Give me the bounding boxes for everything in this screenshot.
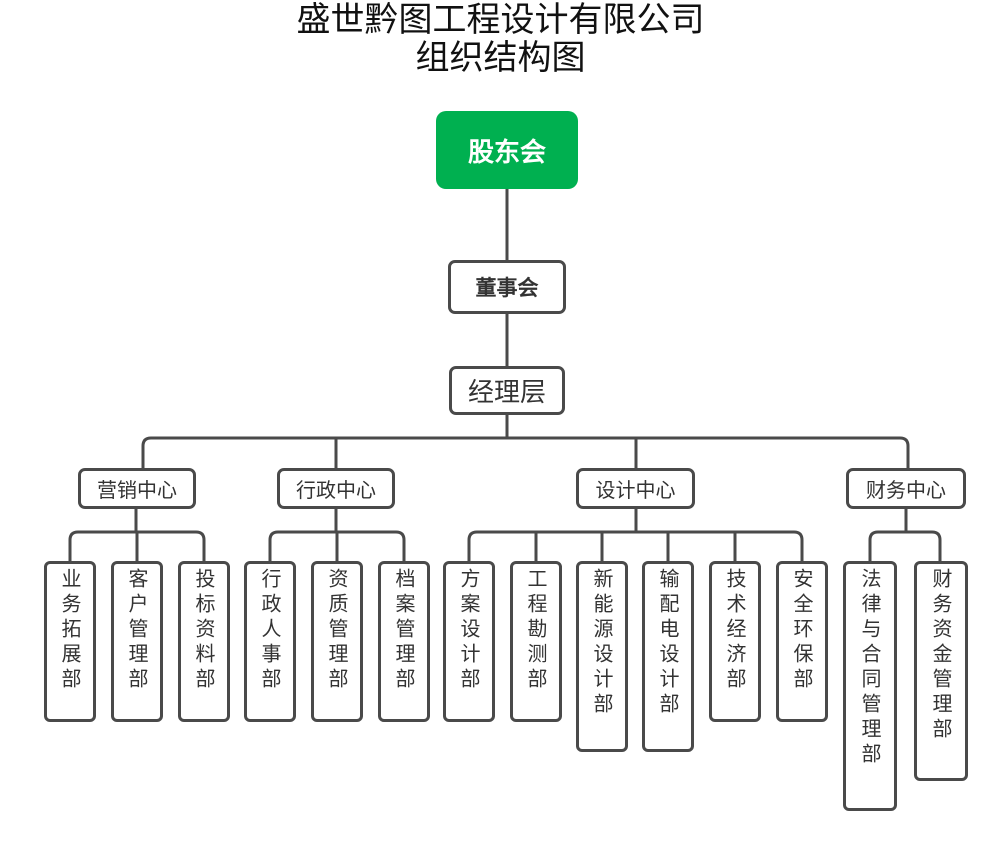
node-dept: 客户管理部 [111,561,163,722]
node-dept: 业务拓展部 [44,561,96,722]
node-board: 董事会 [448,260,566,314]
node-dept: 技术经济部 [709,561,761,722]
node-center-finance: 财务中心 [846,468,966,509]
connector-centers-bus [141,436,910,470]
node-dept: 输配电设计部 [642,561,694,752]
node-dept: 财务资金管理部 [914,561,968,781]
diagram-subtitle: 组织结构图 [415,38,586,78]
node-center-design: 设计中心 [576,468,695,509]
node-dept: 新能源设计部 [576,561,628,752]
node-center-admin: 行政中心 [277,468,395,509]
node-dept: 投标资料部 [178,561,230,722]
connector-design-depts [467,530,804,563]
node-dept: 方案设计部 [443,561,495,722]
node-dept: 档案管理部 [378,561,430,722]
connector-finance-depts [868,530,942,563]
node-dept: 行政人事部 [244,561,296,722]
node-dept: 资质管理部 [311,561,363,722]
node-shareholders: 股东会 [436,111,578,189]
node-dept: 安全环保部 [776,561,828,722]
node-center-marketing: 营销中心 [78,468,196,509]
node-dept: 工程勘测部 [510,561,562,722]
node-management: 经理层 [449,366,565,415]
diagram-title: 盛世黔图工程设计有限公司 [296,0,705,40]
node-dept: 法律与合同管理部 [843,561,897,811]
